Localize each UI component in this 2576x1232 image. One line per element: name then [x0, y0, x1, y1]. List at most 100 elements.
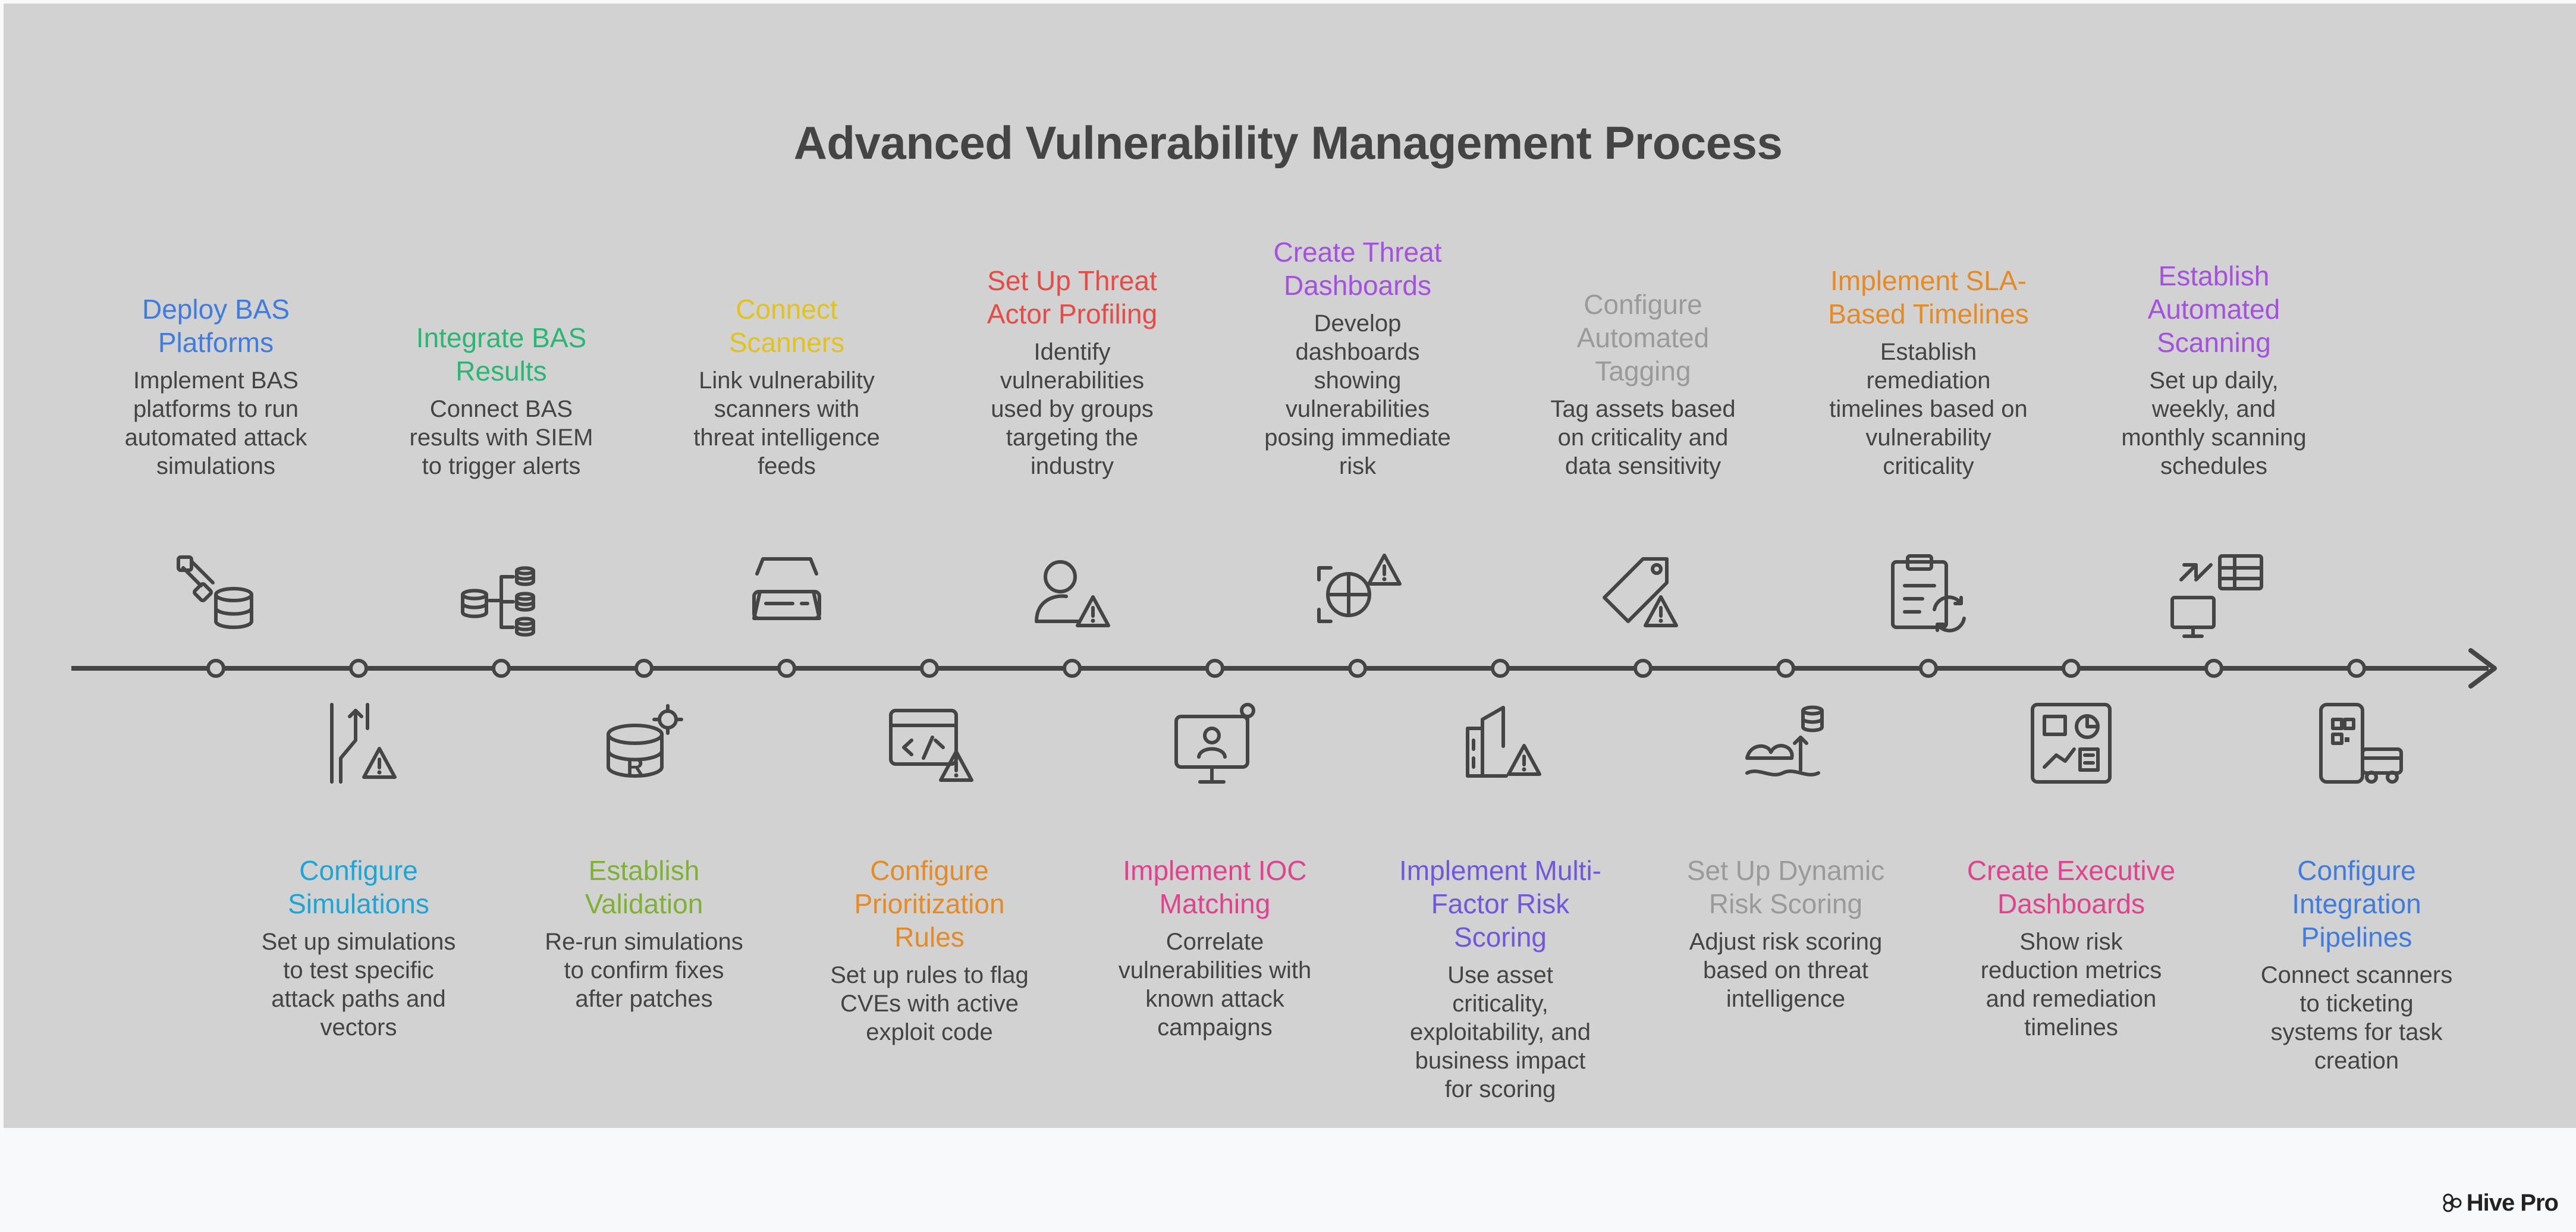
clipboard-refresh-icon-graphic: [1891, 554, 1966, 633]
step-title-line: Prioritization: [854, 888, 1005, 919]
timeline-node: [1633, 659, 1653, 678]
step-description-line: intelligence: [1726, 986, 1846, 1012]
step-description-line: Re-run simulations: [545, 929, 743, 955]
buildings-warning-icon-graphic: [1466, 706, 1541, 778]
phone-truck-icon: [2306, 693, 2407, 794]
timeline-node: [920, 659, 939, 678]
step-title-line: Matching: [1159, 888, 1271, 919]
step-description-line: vulnerabilities: [1285, 396, 1430, 422]
step-description-line: results with SIEM: [409, 425, 593, 451]
step-description-line: industry: [1030, 453, 1114, 479]
svg-text:R: R: [627, 754, 644, 780]
monitor-schedule-icon-graphic: [2170, 554, 2263, 638]
step-description-line: monthly scanning: [2121, 425, 2307, 451]
timeline-node: [1919, 659, 1938, 678]
step-title-line: Deploy BAS: [142, 294, 290, 325]
step-title-line: Pipelines: [2301, 922, 2412, 953]
diagram-title: Advanced Vulnerability Management Proces…: [793, 117, 1783, 169]
step-description-line: Use asset: [1447, 962, 1553, 988]
code-warning-icon-graphic: [889, 709, 973, 782]
step-description-line: to confirm fixes: [564, 957, 724, 983]
robot-database-icon: [165, 544, 266, 645]
tag-warning-icon: [1592, 544, 1694, 645]
step-title-line: Set Up Dynamic: [1686, 855, 1885, 886]
buildings-warning-icon: [1450, 693, 1551, 794]
step-title-line: Dashboards: [1997, 888, 2145, 919]
step-title-line: Automated: [1576, 322, 1710, 353]
step-title-line: Configure: [299, 855, 418, 886]
timeline-node: [1205, 659, 1224, 678]
step-title-line: Implement SLA-: [1830, 265, 2027, 296]
step-title-line: Dashboards: [1283, 270, 1432, 301]
step-description: Use asset criticality,exploitability, and…: [1381, 961, 1619, 1104]
step-description-line: Establish: [1880, 339, 1977, 365]
hive-logo-icon: [2443, 1193, 2462, 1212]
step-description-line: timelines based on: [1829, 396, 2028, 422]
globe-warning-icon-graphic: [1317, 554, 1402, 623]
step-title-line: Configure: [2297, 855, 2416, 886]
step-description-line: feeds: [758, 453, 816, 479]
timeline-node: [634, 659, 654, 678]
step-description-line: remediation: [1866, 367, 1991, 394]
step-title-line: Integration: [2292, 888, 2421, 919]
step-title-line: Create Executive: [1966, 855, 2176, 886]
attack-path-warning-icon-graphic: [330, 703, 397, 784]
timeline-node: [1776, 659, 1795, 678]
step-title-line: Set Up Threat: [987, 265, 1157, 296]
step-title: Implement SLA-Based Timelines: [1810, 264, 2047, 331]
monitor-schedule-icon: [2163, 544, 2264, 645]
step-description-line: dashboards: [1295, 339, 1420, 365]
step-description-line: for scoring: [1444, 1076, 1556, 1102]
step-description-line: posing immediate: [1264, 425, 1451, 451]
step-description-line: Develop: [1314, 310, 1402, 337]
step-title-line: Rules: [894, 922, 965, 953]
brand-logo: Hive Pro: [2440, 1188, 2559, 1218]
step-description-line: Implement BAS: [133, 367, 299, 394]
timeline-node: [2062, 659, 2081, 678]
step-description-line: vulnerability: [1865, 425, 1991, 451]
step-description-line: Connect scanners: [2260, 962, 2453, 988]
attack-path-warning-icon: [308, 693, 409, 794]
step-title-line: Implement IOC: [1123, 855, 1307, 886]
step-description-line: threat intelligence: [693, 425, 880, 451]
user-warning-icon: [1022, 544, 1123, 645]
step-description-line: on criticality and: [1557, 425, 1729, 451]
monitor-user-icon: [1164, 693, 1265, 794]
step-description-line: criticality,: [1452, 991, 1548, 1017]
step-description-line: after patches: [575, 986, 713, 1012]
timeline-node: [2204, 659, 2223, 678]
step-description-line: to test specific: [283, 957, 434, 983]
step-title-line: Risk Scoring: [1708, 888, 1863, 919]
step-description-line: creation: [2314, 1048, 2399, 1074]
step-description-line: known attack: [1145, 986, 1284, 1012]
step-description-line: showing: [1314, 367, 1402, 394]
step-description-line: Link vulnerability: [699, 367, 875, 394]
monitor-user-icon-graphic: [1174, 703, 1255, 784]
step-description-line: vectors: [320, 1014, 397, 1041]
database-gear-icon-graphic: R: [607, 704, 683, 780]
step-description-line: exploitability, and: [1410, 1019, 1591, 1045]
step-description-line: Connect BAS: [429, 396, 573, 422]
step-description-line: reduction metrics: [1980, 957, 2162, 983]
timeline-arrowhead: [2468, 648, 2497, 689]
scanner-icon-graphic: [752, 557, 821, 620]
step-title-line: Create Threat: [1273, 237, 1442, 268]
step-description-line: scanners with: [714, 396, 860, 422]
step-title-line: Configure: [870, 855, 989, 886]
storm-database-icon-graphic: [1745, 705, 1824, 777]
step-description-line: Set up daily,: [2149, 367, 2279, 394]
step-description-line: schedules: [2160, 453, 2268, 479]
